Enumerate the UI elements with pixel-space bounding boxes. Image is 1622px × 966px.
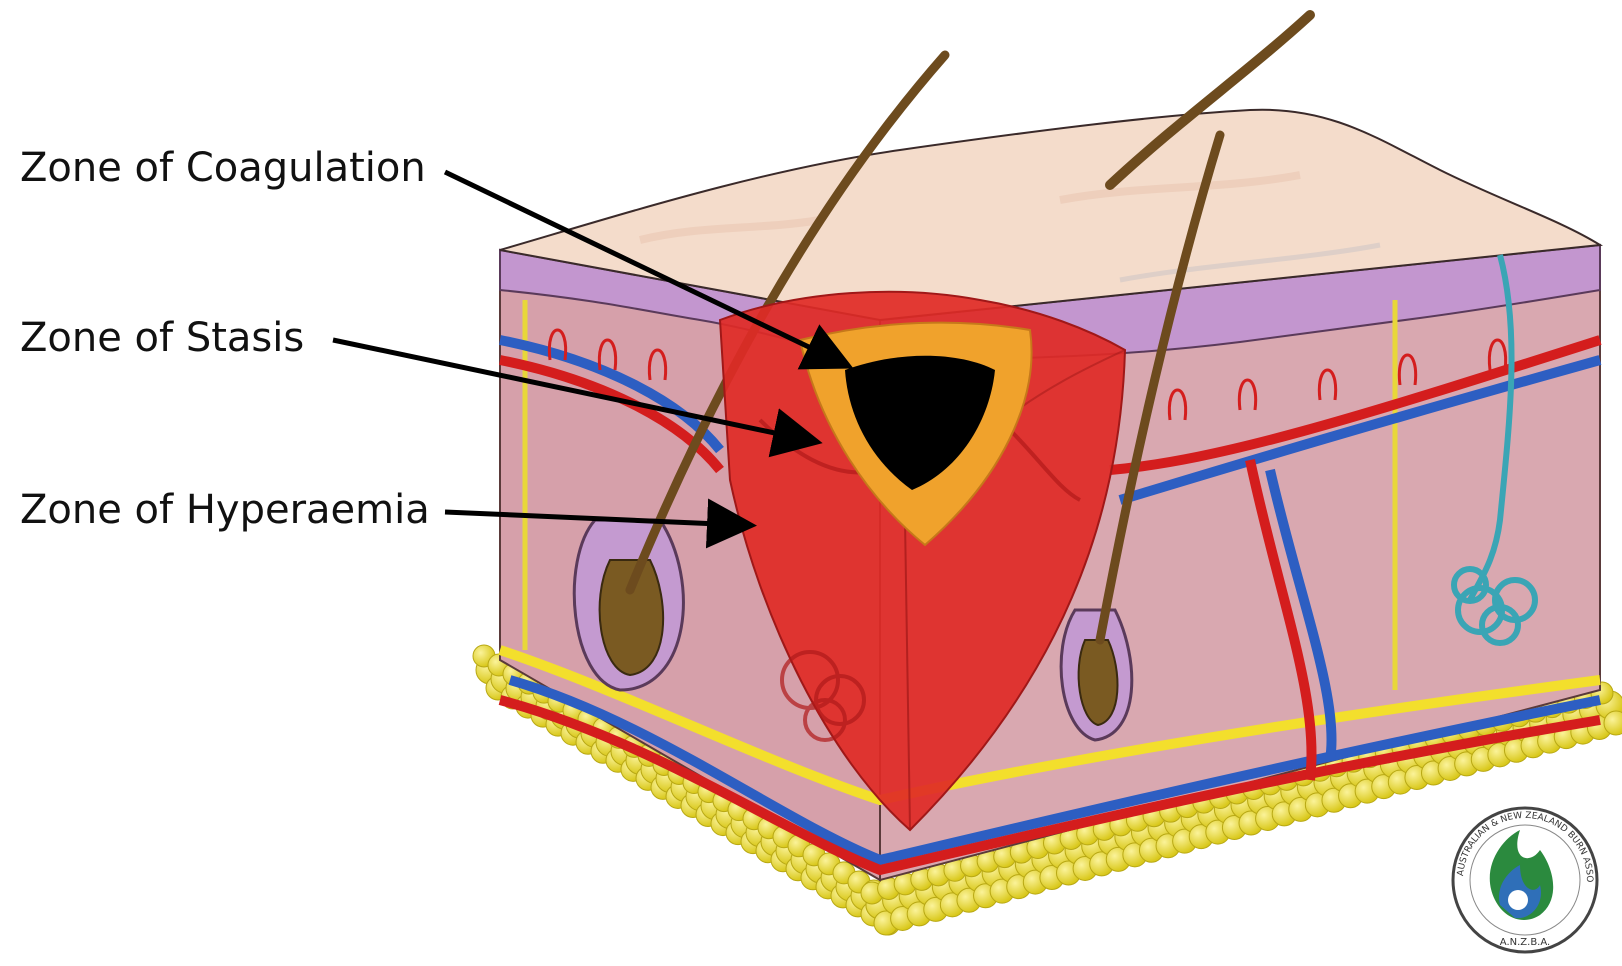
label-zone-coagulation: Zone of Coagulation [20, 148, 426, 188]
label-zone-stasis: Zone of Stasis [20, 318, 304, 358]
label-zone-hyperaemia: Zone of Hyperaemia [20, 490, 430, 530]
logo-abbreviation: A.N.Z.B.A. [1500, 937, 1550, 948]
hair-follicle-left [574, 520, 683, 690]
hair-follicle-right [1061, 610, 1132, 740]
